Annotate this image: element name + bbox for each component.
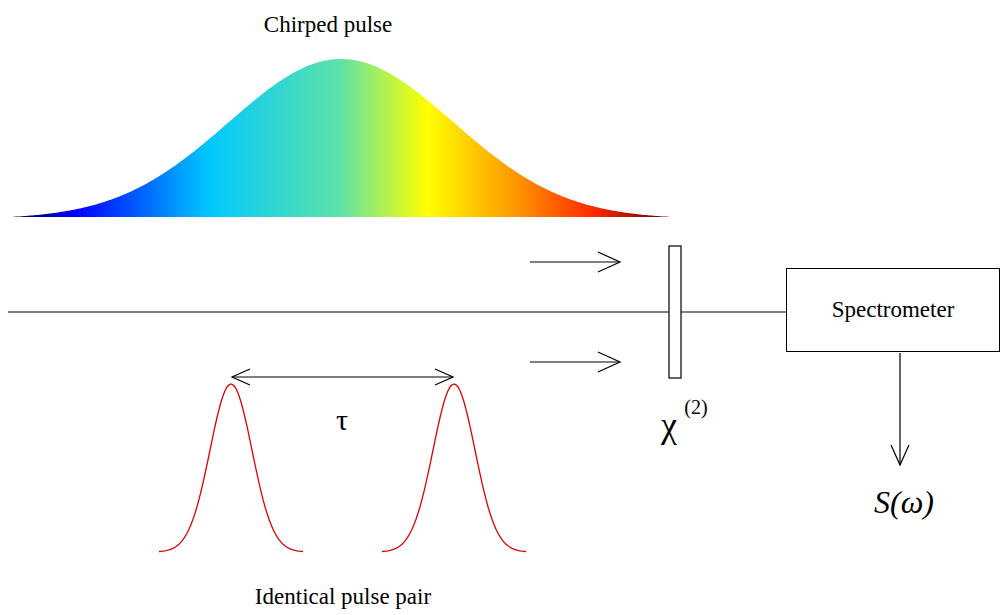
nonlinear-crystal [669,246,681,378]
propagation-arrow [530,252,620,272]
probe-pulse [159,384,303,552]
spectrometer-box: Spectrometer [786,268,1000,352]
delay-arrow [232,369,453,385]
probe-pulse [382,384,526,552]
spectrum-symbol: S(ω) [874,486,934,518]
propagation-arrow [530,352,620,372]
susceptibility-symbol: χ [661,407,677,443]
susceptibility-order: (2) [684,397,707,417]
pulse-pair-title: Identical pulse pair [255,585,431,608]
chirped-pulse [10,59,672,217]
box-label: Spectrometer [832,297,955,323]
pulse-title: Chirped pulse [264,13,392,36]
delay-symbol: τ [336,405,348,435]
output-arrow [891,353,909,465]
